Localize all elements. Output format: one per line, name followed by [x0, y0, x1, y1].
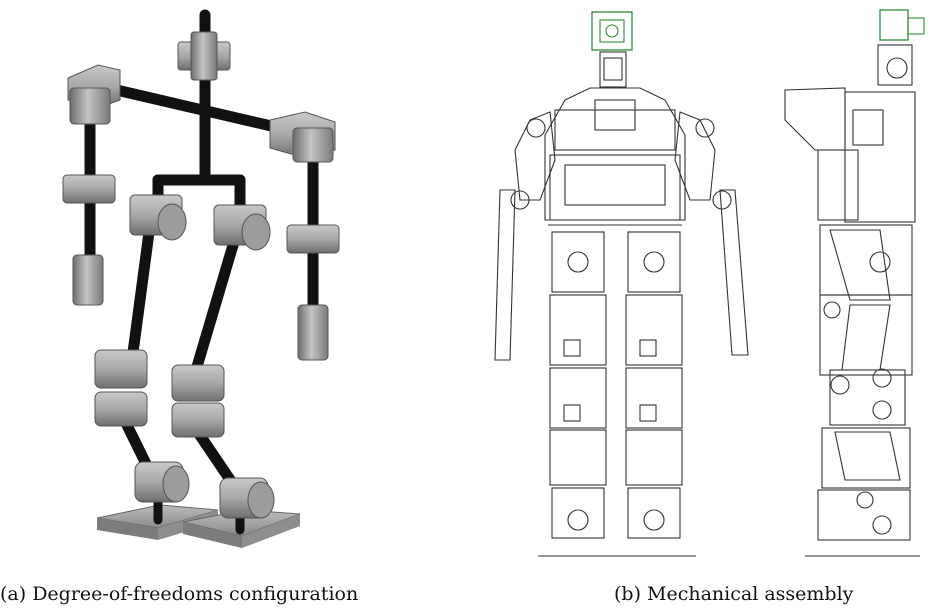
joint-blocks	[62, 31, 340, 519]
mechanical-assembly-drawing	[494, 9, 925, 557]
subfigure-a-caption: (a) Degree-of-freedoms configuration	[0, 583, 359, 605]
subfigure-b-caption: (b) Mechanical assembly	[614, 583, 854, 605]
rod-skeleton	[84, 9, 319, 535]
side-view-drawing	[784, 9, 925, 557]
dof-configuration-model	[62, 9, 340, 548]
front-view-drawing	[494, 11, 749, 557]
